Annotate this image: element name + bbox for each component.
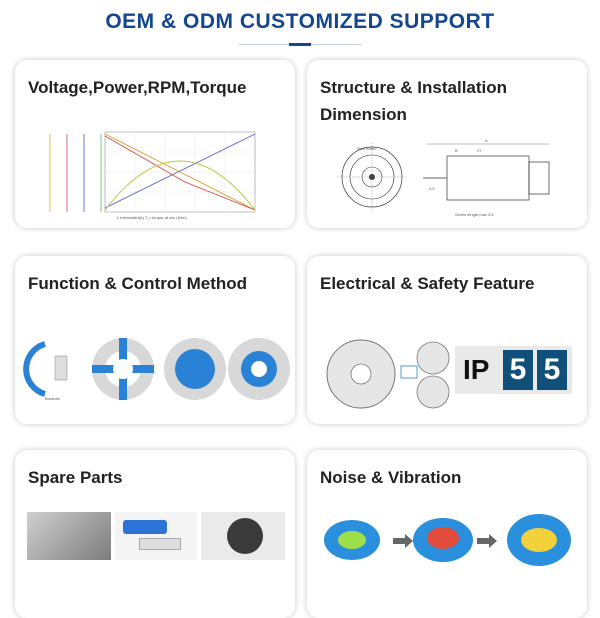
dimension-27-label: 27 <box>477 148 482 153</box>
card-title: Structure & Installation Dimension <box>320 78 508 124</box>
wire-harness-photo <box>115 512 197 560</box>
gear-motor-photo <box>201 512 285 560</box>
brushes-label: Brushes <box>45 396 60 401</box>
card-voltage-power: Voltage,Power,RPM,Torque I: intensidad(A… <box>15 60 295 228</box>
card-title: Voltage,Power,RPM,Torque <box>28 78 247 97</box>
dimension-b-label: B <box>455 148 458 153</box>
card-title: Noise & Vibration <box>320 468 462 487</box>
card-title: Spare Parts <box>28 468 123 487</box>
shaft-photo <box>27 512 111 560</box>
title-accent-dash <box>289 43 311 46</box>
card-structure-dimension: Structure & Installation Dimension Vent … <box>307 60 587 228</box>
chart-x-axis-label: I: intensidad(A) T_r torque at out t (Nm… <box>117 215 187 220</box>
dimension-45-label: 4.5 <box>429 186 435 191</box>
card-spare-parts: Spare Parts <box>15 450 295 618</box>
card-title: Function & Control Method <box>28 274 248 293</box>
page-title: OEM & ODM CUSTOMIZED SUPPORT <box>105 10 495 33</box>
screw-length-label: Screw length max 3.5 <box>455 212 494 217</box>
dimension-drawing-figure: Vent holes A B 27 4.5 Screw length max 3… <box>337 138 550 217</box>
card-title: Electrical & Safety Feature <box>320 274 535 293</box>
vibration-simulation-figure <box>324 514 571 566</box>
performance-curve-figure: I: intensidad(A) T_r torque at out t (Nm… <box>49 131 256 220</box>
vent-holes-label: Vent holes <box>357 146 376 151</box>
rotor-diagram-figure <box>326 339 450 409</box>
card-noise-vibration: Noise & Vibration <box>307 450 587 618</box>
card-function-control: Function & Control Method Brushes <box>15 256 295 424</box>
dimension-a-label: A <box>485 138 488 143</box>
ip-digit-1: 5 <box>503 350 533 390</box>
ip-rating-badge: IP 5 5 <box>455 346 572 394</box>
card-electrical-safety: Electrical & Safety Feature IP 5 5 <box>307 256 587 424</box>
control-method-figure: Brushes <box>23 338 290 401</box>
ip-label: IP <box>463 354 490 385</box>
ip-digit-2: 5 <box>537 350 567 390</box>
